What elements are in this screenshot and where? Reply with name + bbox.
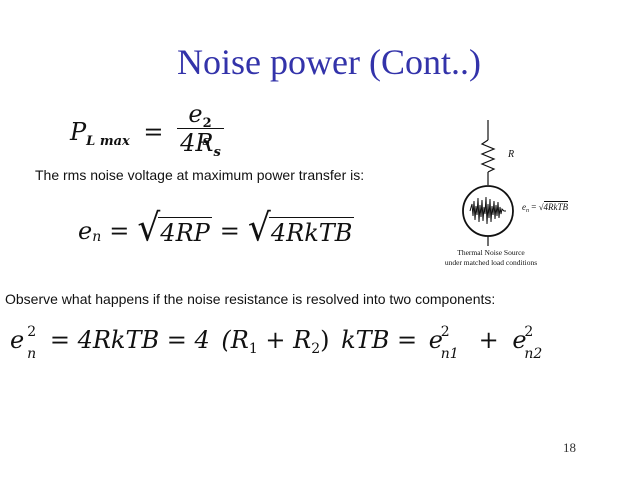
resistor-icon: [480, 139, 496, 173]
eq1-num-sub: s: [202, 134, 210, 149]
slide-title: Noise power (Cont..): [177, 42, 481, 82]
rms-voltage-text: The rms noise voltage at maximum power t…: [35, 167, 365, 183]
observe-text: Observe what happens if the noise resist…: [5, 291, 496, 307]
page-number: 18: [563, 440, 576, 455]
eq1-lhs-sub-text: L max: [86, 134, 130, 149]
eq3-e2-sup: 2: [524, 324, 534, 340]
eq3-e1: e: [428, 326, 443, 354]
eq2-lhs: e: [78, 216, 93, 245]
eq3-plus2: +: [478, 326, 499, 354]
figure-formula-sub: n: [526, 208, 529, 214]
eq1-equals: =: [143, 118, 164, 146]
eq3-r1-sub: 1: [248, 341, 258, 357]
figure-caption-line2: under matched load conditions: [444, 258, 538, 267]
figure-formula-lhs: e: [522, 202, 526, 212]
eq3-lhs: e: [10, 326, 25, 354]
radical-icon: √: [247, 206, 271, 250]
eq2-radicand-1: 4RP: [158, 217, 212, 247]
eq1-num-sup: 2: [202, 116, 212, 131]
eq1-den-sub: s: [213, 145, 221, 160]
figure-caption-line1: Thermal Noise Source: [457, 248, 525, 257]
eq3-e2-sub: n2: [524, 346, 543, 362]
eq2-sqrt-2: √4RkTB: [247, 206, 355, 250]
eq3-lhs-sub: n: [27, 346, 37, 362]
eq2-lhs-sub: n: [92, 228, 102, 245]
noise-waveform-icon: [469, 196, 506, 225]
figure-formula-radicand: 4RkTB: [543, 201, 569, 212]
eq3-paren-open: (R: [221, 326, 249, 354]
eq3-paren-close: ): [320, 326, 330, 354]
eq2-equals-a: =: [109, 216, 130, 245]
eq2-equals-b: =: [219, 216, 240, 245]
eq3-part2: kTB =: [341, 326, 418, 354]
eq3-r2-sub: 2: [311, 341, 321, 357]
eq2-radicand-2: 4RkTB: [268, 217, 355, 247]
thermal-noise-circuit-diagram: [462, 120, 514, 246]
thermal-noise-figure: R en = √4RkTB Thermal Noise Source under…: [440, 118, 569, 273]
eq1-lhs: P: [70, 118, 87, 146]
radical-icon: √: [137, 206, 161, 250]
eq3-e2: e: [512, 326, 527, 354]
eq3-lhs-sup: 2: [27, 324, 37, 340]
eq1-den-base: 4R: [180, 129, 214, 157]
figure-formula: en = √4RkTB: [522, 201, 569, 214]
resistor-label: R: [508, 149, 515, 160]
eq3-e1-sub: n1: [440, 346, 459, 362]
eq3-plus: + R: [265, 326, 312, 354]
eq1-num-base: e: [188, 100, 203, 128]
eq1-denominator: 4Rs: [177, 129, 224, 167]
figure-formula-eq: =: [531, 202, 537, 212]
radical-icon: √: [538, 202, 544, 212]
eq3-part1: = 4RkTB = 4: [49, 326, 210, 354]
eq2-sqrt-1: √4RP: [137, 206, 212, 250]
eq3-e1-sup: 2: [440, 324, 450, 340]
eq1-lhs-subscript: L max: [86, 134, 130, 149]
